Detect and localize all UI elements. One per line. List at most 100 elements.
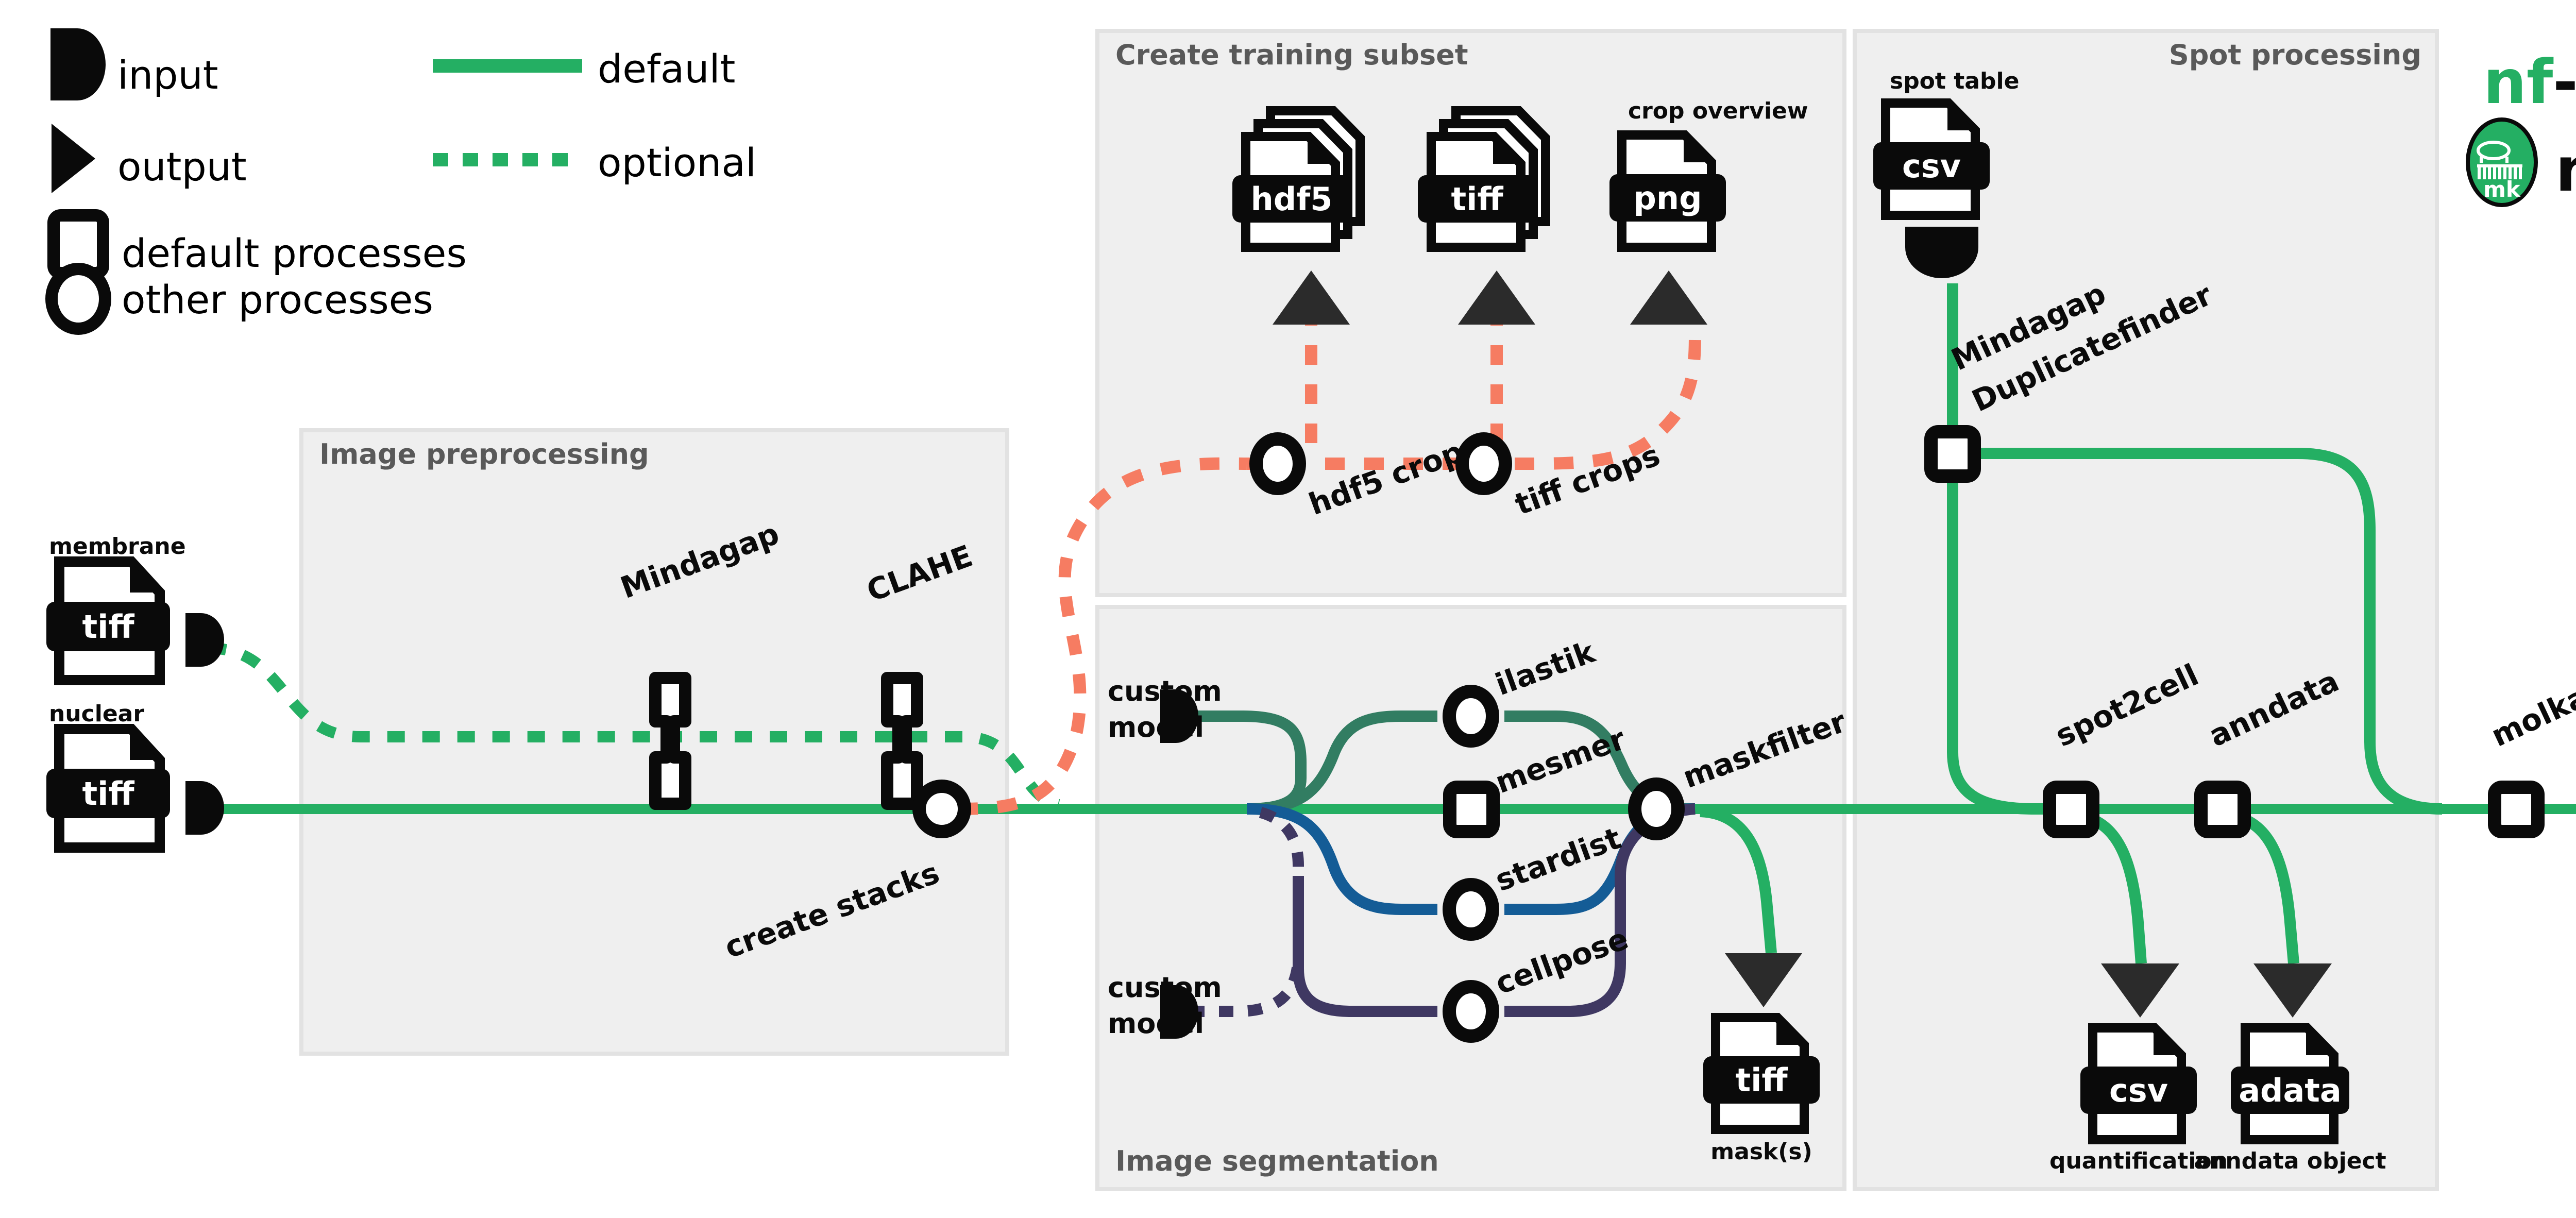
file-band-png <box>1609 174 1726 222</box>
process-label-molkartqc: molkartqc <box>2486 650 2576 754</box>
legend: input output default processes other pro… <box>45 28 756 335</box>
legend-default-processes-row: default processes <box>47 209 467 279</box>
output-caption-masks: mask(s) <box>1710 1139 1812 1165</box>
square-node-mindagap-duplicatefinder[interactable] <box>1924 425 1981 483</box>
output-arrow-anndata-icon <box>2253 963 2332 1018</box>
edge-crops-route <box>958 457 1247 815</box>
file-ext-png: png <box>1634 179 1702 217</box>
file-ext-tiffcrops: tiff <box>1451 180 1503 218</box>
panel-title-image-segmentation: Image segmentation <box>1115 1145 1439 1177</box>
legend-label-default-processes: default processes <box>122 230 467 276</box>
legend-optional-line-row: optional <box>433 140 756 185</box>
output-caption-crop-overview: crop overview <box>1628 98 1808 124</box>
input-caption-nuclear: nuclear <box>49 701 144 727</box>
circle-node-create-stacks[interactable] <box>912 780 971 838</box>
circle-node-hdf5-crops[interactable] <box>1249 432 1306 495</box>
input-membrane-tiff: membrane tiff <box>46 533 224 685</box>
file-fold-membrane <box>130 562 160 593</box>
file-band-nuclear <box>46 769 170 818</box>
file-band-tiffcrops <box>1418 175 1536 223</box>
input-nuclear-tiff: nuclear tiff <box>46 701 224 853</box>
file-ext-membrane: tiff <box>82 608 134 646</box>
gap-node-mindagap[interactable] <box>649 672 691 810</box>
logo-molkart-text: molkart <box>2555 134 2576 205</box>
output-arrow-tiffcrops-icon <box>1458 270 1535 325</box>
legend-label-other-processes: other processes <box>122 277 433 323</box>
input-shape-icon <box>50 28 106 100</box>
nf-core-logo: nf -core/ <box>2466 46 2576 207</box>
file-ext-hdf5: hdf5 <box>1251 180 1333 218</box>
panel-title-spot-processing: Spot processing <box>2169 39 2421 71</box>
circle-node-stardist[interactable] <box>1443 878 1499 941</box>
output-caption-quantification: quantification <box>2049 1148 2228 1174</box>
output-arrow-masks-icon <box>1725 953 1802 1007</box>
edge-optional-to-create-stacks <box>665 731 1060 810</box>
input-connector-nuclear-icon <box>185 781 224 835</box>
input-spot-table: spot table csv <box>1873 68 2019 278</box>
file-band-hdf5 <box>1232 175 1351 223</box>
file-fold-hdf5 <box>1308 137 1335 164</box>
logo-core-text: -core/ <box>2553 46 2576 117</box>
file-fold-tiffcrops <box>1493 137 1521 164</box>
file-fold-quantification <box>2154 1028 2181 1055</box>
circle-node-icon <box>45 263 111 335</box>
circle-node-cellpose[interactable] <box>1443 980 1499 1043</box>
input-connector-custommodel-cellpose-icon <box>1160 985 1198 1039</box>
square-node-spot2cell[interactable] <box>2043 781 2099 838</box>
file-fold-masks <box>1776 1018 1804 1045</box>
square-node-mesmer[interactable] <box>1443 781 1500 838</box>
edge-backbone-to-ilastik <box>1246 711 1437 815</box>
legend-output-row: output <box>52 124 247 193</box>
legend-label-input: input <box>117 52 218 98</box>
output-caption-anndata: anndata object <box>2194 1148 2386 1174</box>
square-node-anndata[interactable] <box>2194 781 2251 838</box>
file-band-anndata <box>2231 1067 2349 1114</box>
file-ext-anndata: adata <box>2239 1072 2342 1109</box>
badge-art-icon <box>2477 141 2522 179</box>
input-custom-model-ilastik: custom model <box>1108 675 1222 743</box>
output-arrow-hdf5-icon <box>1273 270 1350 325</box>
circle-node-maskfilter[interactable] <box>1628 777 1685 840</box>
panel-title-image-preprocessing: Image preprocessing <box>319 438 649 470</box>
output-masks: tiff mask(s) <box>1703 953 1820 1165</box>
file-band-spottable <box>1873 142 1990 190</box>
edge-tiffcrops-to-png <box>1514 329 1701 470</box>
file-ext-spottable: csv <box>1902 147 1961 185</box>
file-fold-spottable <box>1947 103 1975 130</box>
output-triangle-icon <box>52 124 95 193</box>
output-quantification: csv quantification <box>2049 963 2228 1174</box>
edge-duplicatefinder-down-to-backbone <box>1947 453 2071 815</box>
file-fold-nuclear <box>130 729 160 760</box>
badge-oval-icon <box>2466 117 2538 207</box>
output-crop-overview: crop overview png <box>1609 98 1808 325</box>
edge-maskfilter-to-masks <box>1700 806 1777 954</box>
input-connector-custommodel-ilastik-icon <box>1160 689 1198 743</box>
badge-mk-text: mk <box>2483 177 2521 202</box>
edge-backbone-to-stardist <box>1246 803 1437 915</box>
output-tiff-crops: tiff <box>1418 106 1550 325</box>
legend-label-optional-line: optional <box>598 140 756 185</box>
input-connector-spottable-icon <box>1905 227 1978 278</box>
file-fold-anndata <box>2306 1028 2334 1055</box>
legend-default-line-row: default <box>433 46 735 92</box>
file-fold-png <box>1684 135 1711 162</box>
output-arrow-png-icon <box>1630 270 1707 325</box>
legend-input-row: input <box>50 28 218 100</box>
output-hdf5-crops: hdf5 <box>1232 106 1365 325</box>
file-band-masks <box>1703 1056 1820 1104</box>
file-ext-masks: tiff <box>1735 1061 1788 1099</box>
input-connector-membrane-icon <box>185 613 224 667</box>
square-node-molkartqc[interactable] <box>2488 781 2545 838</box>
circle-node-tiff-crops[interactable] <box>1455 432 1512 495</box>
file-ext-nuclear: tiff <box>82 775 134 813</box>
panel-title-create-training-subset: Create training subset <box>1115 39 1468 71</box>
file-band-quantification <box>2080 1067 2197 1114</box>
input-caption-membrane: membrane <box>49 533 186 560</box>
molkart-badge-icon: mk <box>2466 117 2538 207</box>
logo-nf-text: nf <box>2483 46 2554 117</box>
circle-node-ilastik[interactable] <box>1443 685 1499 748</box>
output-arrow-quantification-icon <box>2101 963 2179 1018</box>
legend-label-output: output <box>117 144 247 190</box>
